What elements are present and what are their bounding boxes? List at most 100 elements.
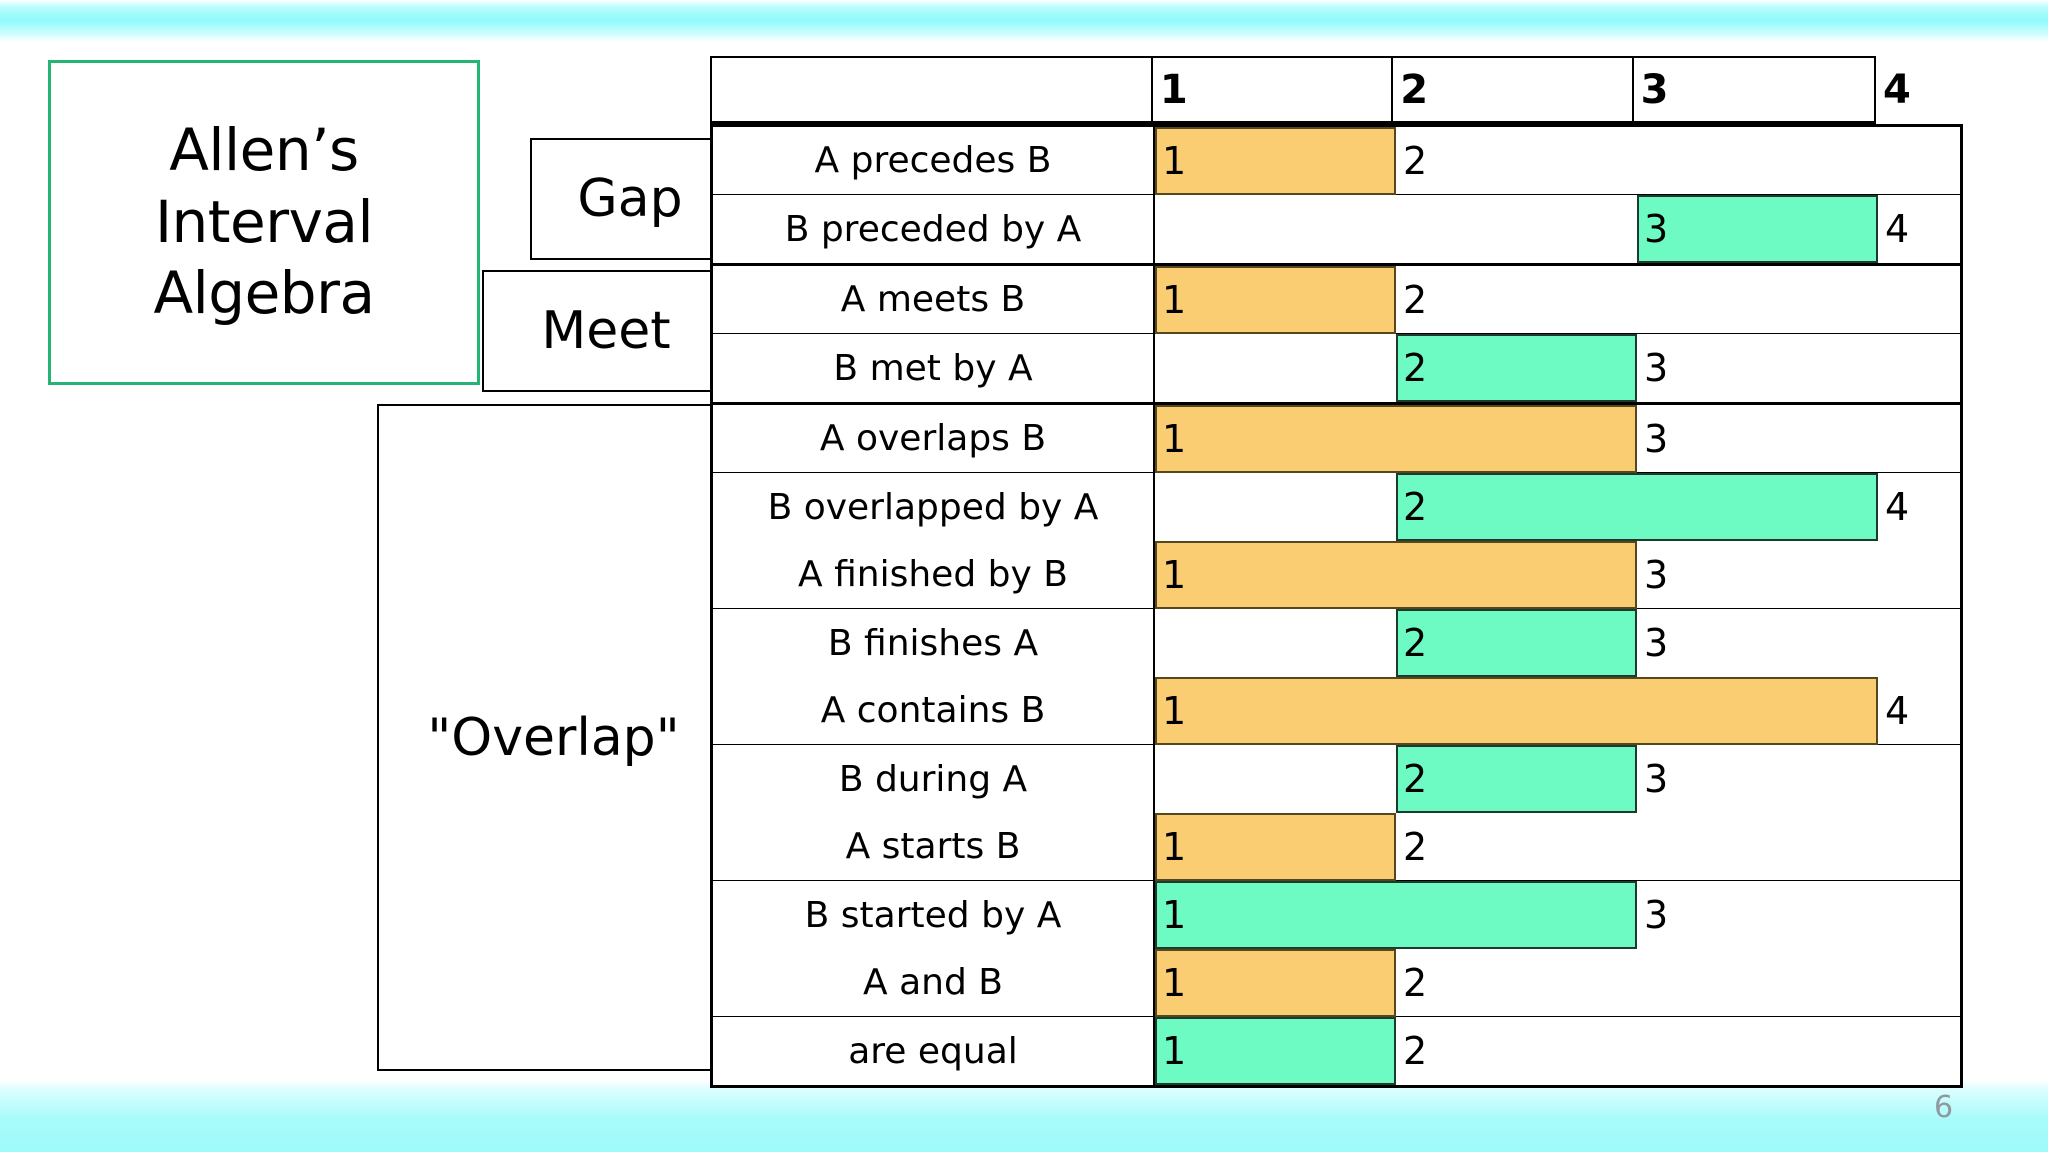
table-row: B during A 2 3: [713, 745, 1960, 813]
interval-end-label: 2: [1403, 138, 1428, 183]
table-header: 1 2 3: [710, 56, 1876, 124]
interval-bar-a: [1155, 541, 1637, 609]
interval-start-label: 1: [1162, 824, 1187, 869]
relation-label: A precedes B: [713, 127, 1155, 194]
header-label-cell: [712, 58, 1153, 121]
interval-bar-b: [1396, 334, 1637, 402]
interval-start-label: 1: [1162, 688, 1187, 733]
interval-end-label: 3: [1644, 757, 1669, 801]
header-col-4: 4: [1883, 67, 1911, 113]
group-label-meet-text: Meet: [541, 301, 671, 361]
interval-start-label: 1: [1162, 416, 1187, 461]
title-line-3: Algebra: [153, 259, 376, 328]
interval-start-label: 1: [1162, 893, 1187, 937]
interval-bar-a: [1155, 266, 1396, 334]
interval-end-label: 2: [1403, 960, 1428, 1005]
interval-bar-b: [1396, 609, 1637, 677]
header-col-3-text: 3: [1640, 66, 1669, 113]
interval-bar-b: [1155, 881, 1637, 949]
header-col-2: 2: [1393, 58, 1634, 121]
slide-title-box: Allen’s Interval Algebra: [48, 60, 480, 385]
interval-start-label: 1: [1162, 552, 1187, 597]
page-number: 6: [1934, 1090, 1954, 1125]
title-line-2: Interval: [154, 187, 374, 256]
relation-label: B started by A: [713, 881, 1155, 949]
interval-bar-a: [1155, 677, 1878, 745]
bottom-decorative-band: [0, 1080, 2048, 1152]
interval-end-label: 3: [1644, 552, 1669, 597]
interval-end-label: 3: [1644, 893, 1669, 937]
group-label-gap-text: Gap: [577, 169, 683, 229]
relation-label: A overlaps B: [713, 405, 1155, 472]
interval-start-label: 1: [1162, 960, 1187, 1005]
interval-end-label: 2: [1403, 277, 1428, 322]
interval-end-label: 3: [1644, 416, 1669, 461]
interval-start-label: 2: [1403, 757, 1428, 801]
interval-start-label: 2: [1403, 346, 1428, 390]
relation-label: B finishes A: [713, 609, 1155, 677]
group-label-gap: Gap: [530, 138, 730, 260]
interval-start-label: 2: [1403, 621, 1428, 665]
header-col-2-text: 2: [1400, 66, 1429, 113]
relation-label: B during A: [713, 745, 1155, 813]
interval-end-label: 4: [1885, 485, 1910, 529]
interval-start-label: 3: [1644, 207, 1669, 251]
interval-bar-a: [1155, 949, 1396, 1017]
interval-end-label: 4: [1885, 207, 1910, 251]
interval-start-label: 1: [1162, 138, 1187, 183]
interval-bar-b: [1155, 1017, 1396, 1085]
header-col-1: 1: [1153, 58, 1394, 121]
interval-bar-b: [1396, 745, 1637, 813]
relation-label: A finished by B: [713, 541, 1155, 608]
interval-bar-b: [1637, 195, 1878, 263]
top-decorative-band: [0, 0, 2048, 42]
interval-bar-a: [1155, 127, 1396, 195]
interval-start-label: 2: [1403, 485, 1428, 529]
interval-end-label: 3: [1644, 346, 1669, 390]
interval-end-label: 2: [1403, 824, 1428, 869]
interval-end-label: 4: [1885, 688, 1910, 733]
interval-start-label: 1: [1162, 1029, 1187, 1073]
group-label-meet: Meet: [482, 270, 730, 392]
relation-label: A and B: [713, 949, 1155, 1016]
relation-label: B overlapped by A: [713, 473, 1155, 541]
relation-label: A starts B: [713, 813, 1155, 880]
relation-label: B preceded by A: [713, 195, 1155, 263]
interval-start-label: 1: [1162, 277, 1187, 322]
relation-label: A meets B: [713, 266, 1155, 333]
interval-bar-a: [1155, 813, 1396, 881]
group-label-overlap-text: "Overlap": [427, 707, 680, 768]
interval-end-label: 3: [1644, 621, 1669, 665]
interval-bar-b: [1396, 473, 1878, 541]
